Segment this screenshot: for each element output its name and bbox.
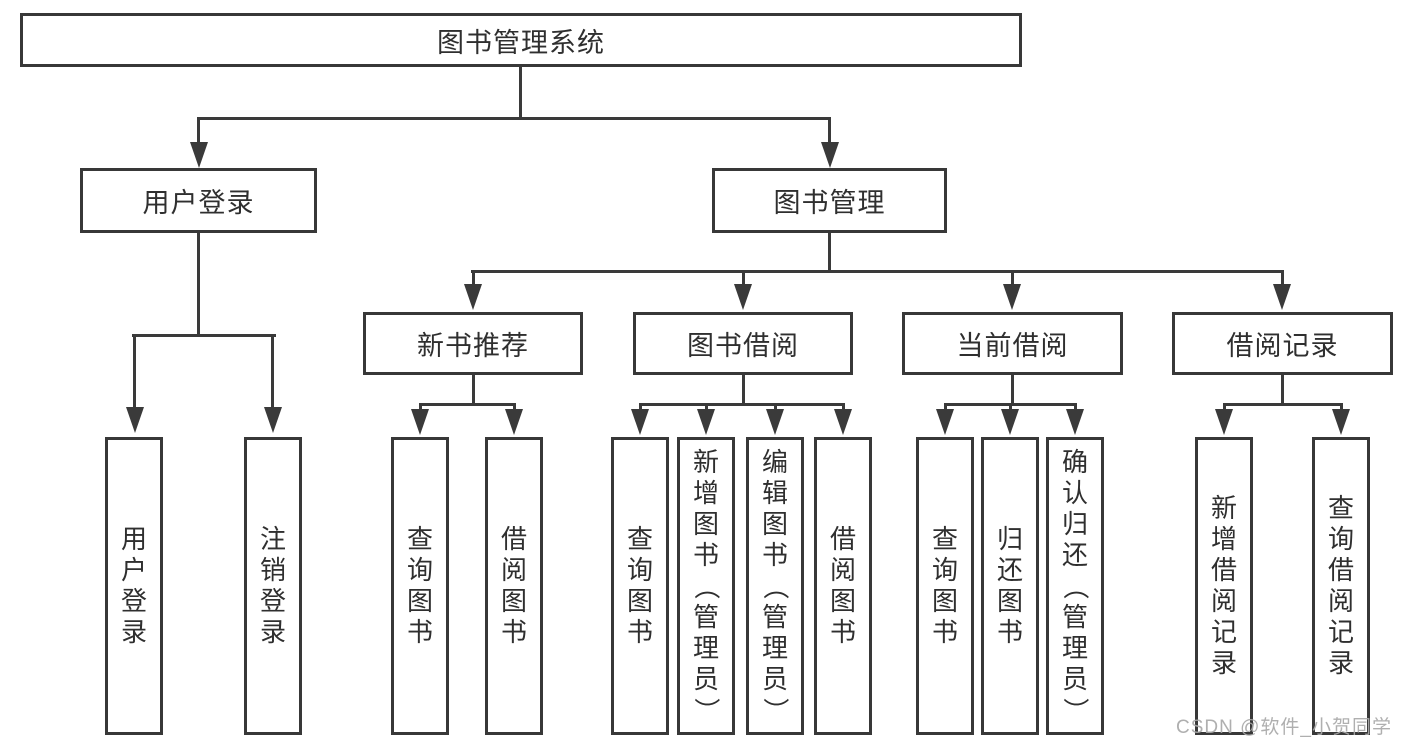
csdn-watermark: CSDN @软件_小贺同学 <box>1176 717 1392 738</box>
arrow-down-icon <box>1273 284 1291 310</box>
arrow-down-icon <box>936 409 954 435</box>
leaf-user-login: 用户登录 <box>105 437 163 735</box>
connector-line <box>1281 270 1284 286</box>
connector-line <box>133 334 136 408</box>
connector-line <box>705 403 708 411</box>
arrow-down-icon <box>631 409 649 435</box>
connector-line <box>828 117 831 144</box>
connector-line <box>842 403 845 411</box>
connector-line <box>419 403 516 406</box>
leaf-label: 查询图书 <box>406 524 433 647</box>
connector-line <box>1340 403 1343 411</box>
connector-line <box>828 233 831 270</box>
node-borrowing-records: 借阅记录 <box>1172 312 1393 375</box>
connector-line <box>1009 403 1012 411</box>
connector-line <box>1011 375 1014 403</box>
connector-line <box>519 67 522 117</box>
connector-line <box>1223 403 1226 411</box>
arrow-down-icon <box>834 409 852 435</box>
node-label: 图书借阅 <box>687 331 799 361</box>
arrow-down-icon <box>190 142 208 168</box>
node-book-management: 图书管理 <box>712 168 947 233</box>
node-label: 图书管理系统 <box>437 27 605 58</box>
connector-line <box>1011 270 1014 286</box>
connector-line <box>742 375 745 403</box>
leaf-label: 借阅图书 <box>829 524 856 647</box>
arrow-down-icon <box>1215 409 1233 435</box>
node-user-login: 用户登录 <box>80 168 317 233</box>
connector-line <box>1281 375 1284 403</box>
connector-line <box>472 270 475 286</box>
node-label: 当前借阅 <box>956 331 1069 361</box>
arrow-down-icon <box>1332 409 1350 435</box>
leaf-label: 编辑图书（管理员） <box>760 446 791 724</box>
connector-line <box>639 403 642 411</box>
connector-line <box>197 233 200 334</box>
leaf-add-books-admin: 新增图书（管理员） <box>677 437 735 735</box>
connector-line <box>742 270 745 286</box>
leaf-query-books-current: 查询图书 <box>916 437 974 735</box>
connector-line <box>197 117 200 144</box>
arrow-down-icon <box>411 409 429 435</box>
arrow-down-icon <box>505 409 523 435</box>
leaf-edit-books-admin: 编辑图书（管理员） <box>746 437 804 735</box>
leaf-borrow-books-recommend: 借阅图书 <box>485 437 543 735</box>
connector-line <box>419 403 422 411</box>
leaf-label: 新增借阅记录 <box>1210 493 1237 678</box>
arrow-down-icon <box>264 407 282 433</box>
node-book-borrowing: 图书借阅 <box>633 312 853 375</box>
node-label: 借阅记录 <box>1226 331 1339 361</box>
connector-line <box>774 403 777 411</box>
leaf-label: 确认归还（管理员） <box>1060 446 1091 724</box>
leaf-label: 新增图书（管理员） <box>691 446 722 724</box>
connector-line <box>472 375 475 403</box>
arrow-down-icon <box>1001 409 1019 435</box>
arrow-down-icon <box>1066 409 1084 435</box>
arrow-down-icon <box>464 284 482 310</box>
node-library-management-system: 图书管理系统 <box>20 13 1022 67</box>
connector-line <box>513 403 516 411</box>
node-new-book-recommendation: 新书推荐 <box>363 312 583 375</box>
node-label: 图书管理 <box>773 188 886 218</box>
leaf-label: 借阅图书 <box>500 524 527 647</box>
connector-line <box>471 270 1284 273</box>
leaf-return-books: 归还图书 <box>981 437 1039 735</box>
leaf-label: 查询借阅记录 <box>1327 493 1354 678</box>
connector-line <box>1074 403 1077 411</box>
leaf-logout: 注销登录 <box>244 437 302 735</box>
arrow-down-icon <box>126 407 144 433</box>
leaf-query-borrow-record: 查询借阅记录 <box>1312 437 1370 735</box>
arrow-down-icon <box>697 409 715 435</box>
arrow-down-icon <box>1003 284 1021 310</box>
connector-line <box>944 403 947 411</box>
connector-line <box>132 334 276 337</box>
node-label: 新书推荐 <box>417 331 529 361</box>
node-current-borrowing: 当前借阅 <box>902 312 1123 375</box>
arrow-down-icon <box>766 409 784 435</box>
leaf-borrow-books-borrowing: 借阅图书 <box>814 437 872 735</box>
leaf-label: 查询图书 <box>626 524 653 647</box>
leaf-label: 归还图书 <box>996 524 1023 647</box>
arrow-down-icon <box>734 284 752 310</box>
connector-line <box>271 334 274 408</box>
connector-line <box>197 117 831 120</box>
leaf-confirm-return-admin: 确认归还（管理员） <box>1046 437 1104 735</box>
node-label: 用户登录 <box>142 188 255 218</box>
connector-line <box>1223 403 1343 406</box>
arrow-down-icon <box>821 142 839 168</box>
leaf-label: 用户登录 <box>120 524 147 647</box>
leaf-query-books-borrowing: 查询图书 <box>611 437 669 735</box>
leaf-label: 注销登录 <box>259 524 286 647</box>
leaf-query-books-recommend: 查询图书 <box>391 437 449 735</box>
leaf-label: 查询图书 <box>931 524 958 647</box>
connector-line <box>639 403 845 406</box>
leaf-add-borrow-record: 新增借阅记录 <box>1195 437 1253 735</box>
